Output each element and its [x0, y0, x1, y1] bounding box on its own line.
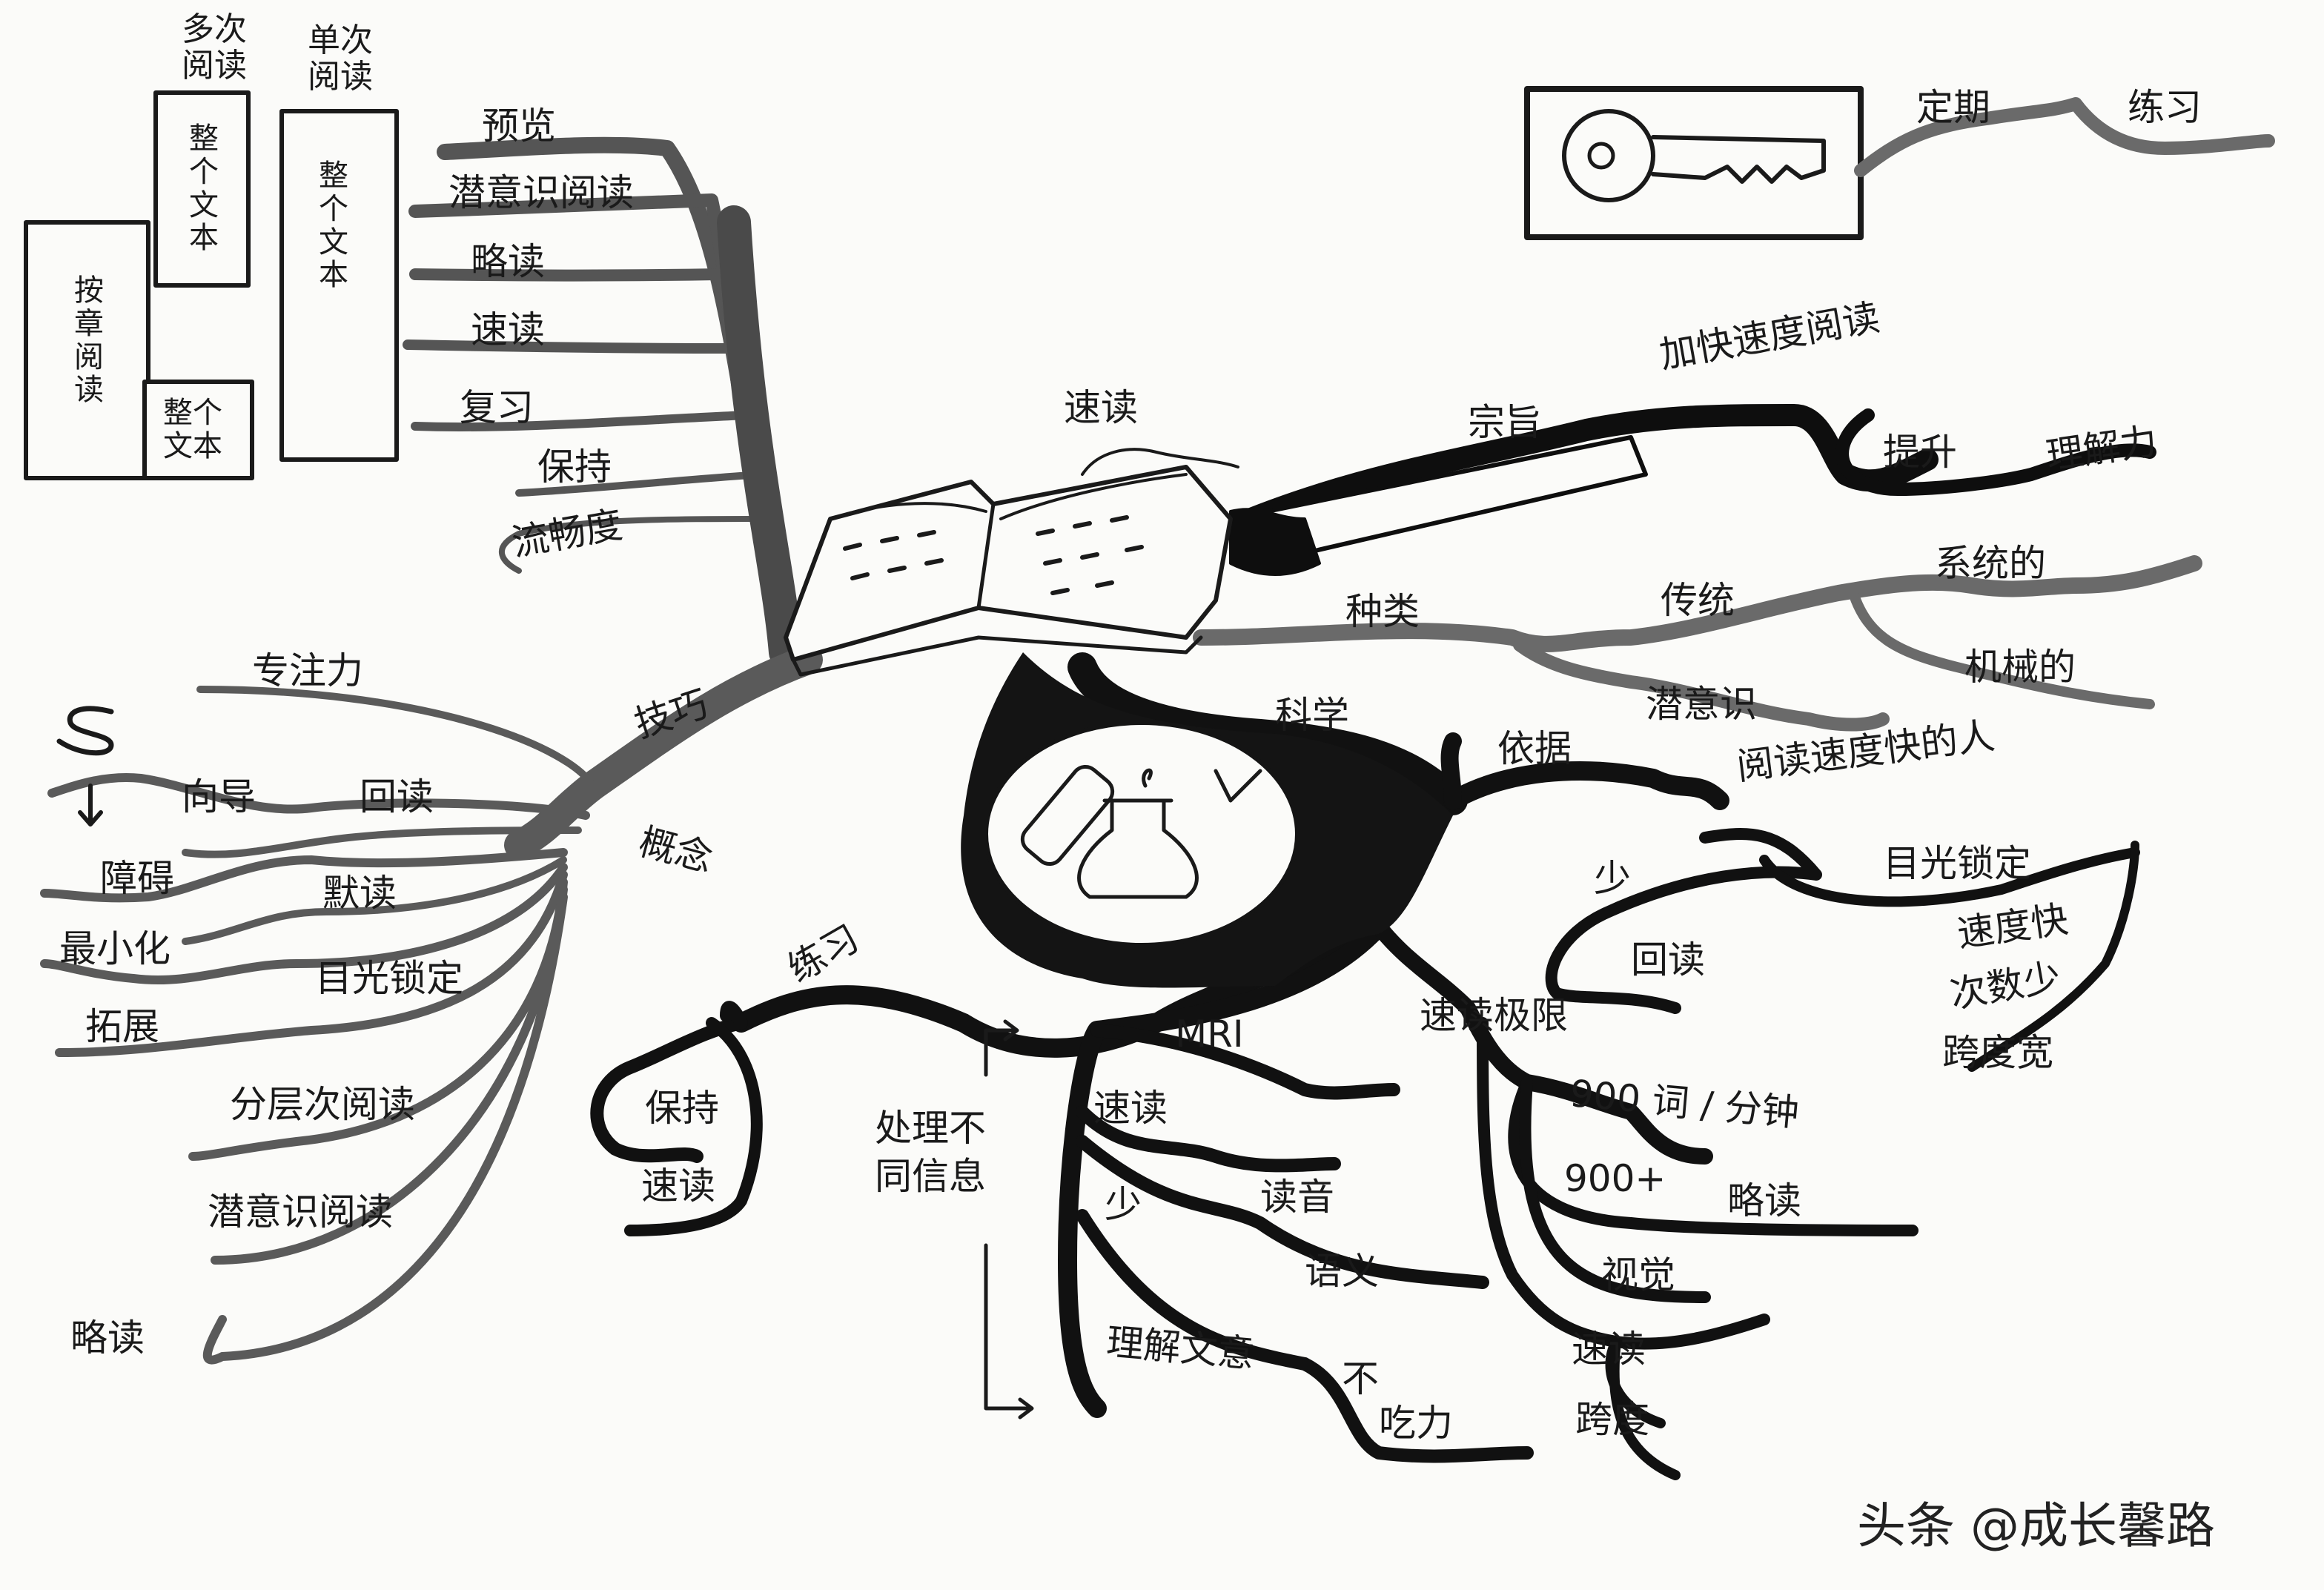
limit-span: 跨度 [1575, 1398, 1649, 1441]
skills-layered: 分层次阅读 [230, 1083, 415, 1126]
skills-expand: 拓展 [85, 1005, 159, 1048]
mri-no: 不 [1342, 1357, 1379, 1400]
kinds-subconscious: 潜意识 [1646, 683, 1757, 726]
watermark: 头条 @成长馨路 [1857, 1497, 2215, 1554]
limit-skim: 略读 [1727, 1179, 1801, 1222]
practice-retain: 保持 [645, 1087, 719, 1130]
kinds-label: 种类 [1345, 590, 1420, 633]
key-sub2: 练习 [2128, 86, 2202, 129]
skills-regress: 回读 [360, 775, 434, 818]
top-item-0: 预览 [482, 105, 556, 148]
top-item-5: 保持 [537, 445, 612, 488]
science-branches [590, 652, 2140, 1480]
limit-vision: 视觉 [1601, 1253, 1675, 1296]
books-whole-2: 整 个 文 本 [319, 159, 348, 293]
flask-icon [1020, 764, 1262, 899]
center-title: 速读 [1064, 386, 1138, 429]
books-multi: 多次 阅读 [182, 10, 247, 85]
top-item-1: 潜意识阅读 [448, 171, 634, 214]
skills-skim: 略读 [70, 1316, 145, 1359]
science-label: 科学 [1275, 694, 1349, 737]
skills-silent: 默读 [322, 872, 397, 915]
skills-subconscious: 潜意识阅读 [208, 1190, 393, 1233]
kinds-branches [1193, 555, 2202, 732]
top-item-4: 复习 [460, 386, 534, 429]
science-circle [984, 721, 1300, 947]
basis-few: 少 [1594, 857, 1631, 900]
book-icon [784, 448, 1239, 677]
top-item-3: 速读 [471, 308, 545, 351]
skills-focus: 专注力 [252, 649, 363, 692]
book-stack [24, 90, 399, 480]
basis-fixation: 目光锁定 [1883, 842, 2031, 885]
mri-subvocal: 读音 [1260, 1176, 1334, 1219]
books-whole-1: 整 个 文 本 [189, 122, 219, 256]
skills-obstacle: 障碍 [100, 857, 174, 900]
down-arrow-icon [78, 784, 103, 827]
limit-over900: 900+ [1564, 1157, 1666, 1200]
skills-guide: 向导 [182, 775, 256, 818]
basis-label: 依据 [1497, 727, 1572, 770]
mri-semantics: 语义 [1305, 1250, 1379, 1293]
key-sub1: 定期 [1916, 86, 1990, 129]
skills-minimize: 最小化 [59, 927, 171, 970]
basis-span-wide: 跨度宽 [1942, 1031, 2053, 1074]
process-label: 处理不 同信息 [875, 1107, 986, 1198]
books-single: 单次 阅读 [308, 21, 373, 96]
goal-label: 宗旨 [1468, 401, 1542, 444]
goal-sub1: 提升 [1883, 431, 1957, 474]
mri-effort: 吃力 [1379, 1402, 1453, 1445]
skills-branches [40, 686, 597, 1365]
process-bracket-lower [984, 1243, 1034, 1420]
s-arrow-icon [56, 706, 114, 756]
basis-regression: 回读 [1631, 938, 1705, 981]
limit-speed-read: 速读 [1572, 1328, 1646, 1371]
mri-few: 少 [1105, 1183, 1142, 1226]
kinds-mechanical: 机械的 [1964, 646, 2076, 689]
key-icon [1524, 86, 1864, 240]
skills-trunk [504, 645, 823, 860]
top-fan-trunk [717, 205, 803, 669]
goal-sub-branch [1835, 408, 2156, 496]
kinds-systematic: 系统的 [1935, 542, 2046, 585]
practice-speed-read: 速读 [641, 1165, 715, 1208]
mri-speed-read: 速读 [1093, 1087, 1168, 1130]
goal-pen-grip [1229, 508, 1321, 576]
top-item-2: 略读 [471, 240, 545, 283]
books-whole-small: 整个 文本 [163, 396, 222, 463]
kinds-traditional: 传统 [1661, 579, 1735, 622]
process-bracket [984, 1019, 1019, 1077]
key-branch [1854, 97, 2275, 177]
limit-label: 速读极限 [1420, 994, 1568, 1037]
skills-fixation: 目光锁定 [315, 957, 463, 1000]
books-by-chapter: 按 章 阅 读 [74, 274, 104, 408]
mri-label: MRI [1175, 1013, 1244, 1056]
